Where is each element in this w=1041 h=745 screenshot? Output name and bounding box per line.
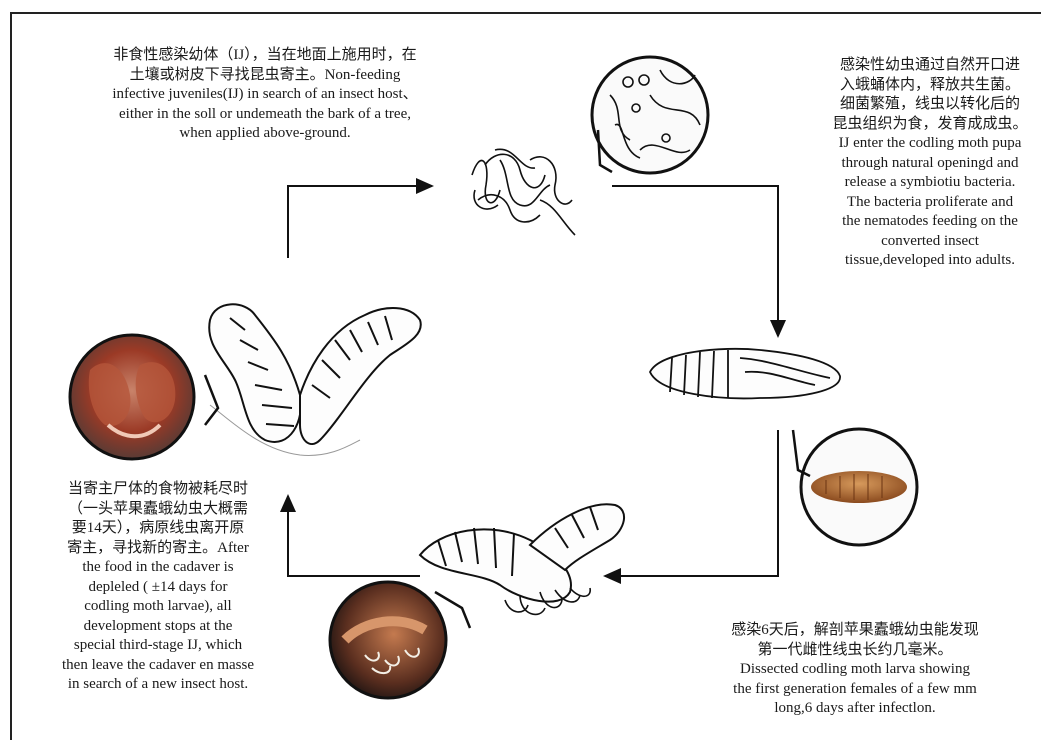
caption-pupa-infection: 感染性幼虫通过自然开口进 入蛾蛹体内，释放共生菌。 细菌繁殖，线虫以转化后的 昆…: [810, 56, 1041, 271]
arrow-to-cadaver: [288, 496, 420, 576]
caption-cadaver-exit: 当寄主尸体的食物被耗尽时 （一头苹果蠹蛾幼虫大概需 要14天），病原线虫离开原 …: [36, 480, 280, 695]
nematodes-inset: [592, 57, 708, 173]
cadaver-inset: [70, 335, 218, 459]
arrow-to-dissected-larva: [605, 430, 778, 576]
larva-sketch: [209, 304, 421, 455]
dissected-larva-sketch: [420, 504, 624, 614]
caption-dissected-larva: 感染6天后，解剖苹果蠹蛾幼虫能发现 第一代雌性线虫长约几毫米。 Dissecte…: [690, 621, 1020, 719]
dissected-larva-inset: [330, 582, 470, 698]
nematode-cluster: [472, 149, 575, 235]
pupa-photo-inset: [793, 429, 917, 545]
caption-infective-juveniles: 非食性感染幼体（IJ），当在地面上施用时，在 土壤或树皮下寻找昆虫寄主。Non-…: [60, 46, 470, 144]
pupa-sketch: [650, 349, 840, 399]
arrow-to-nematodes: [288, 186, 432, 258]
arrow-to-pupa: [612, 186, 778, 336]
